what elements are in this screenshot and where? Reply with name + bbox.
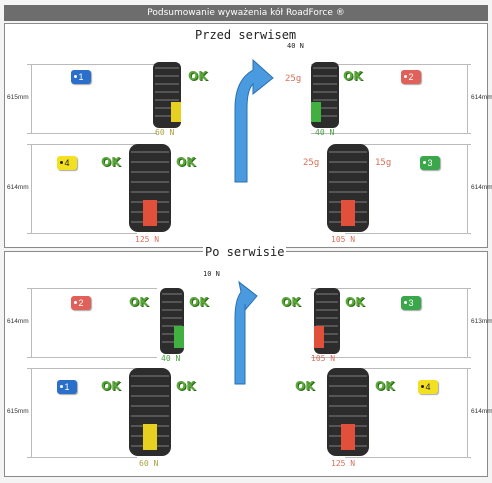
after-arrow-force: 10 N <box>203 270 220 278</box>
wheel-force: 125 N <box>135 235 160 244</box>
after-heading: Po serwisie <box>203 245 287 259</box>
wheel-diameter-label: 614mm <box>471 184 492 191</box>
measure-bracket <box>27 368 137 458</box>
ok-status: OK <box>295 379 315 393</box>
wheel-tire-icon <box>129 144 171 232</box>
wheel-force: 105 N <box>311 354 336 363</box>
wheel-force: 40 N <box>315 128 335 137</box>
ok-status: OK <box>343 69 363 83</box>
wheel-force: 40 N <box>161 354 181 363</box>
ok-status: OK <box>176 155 196 169</box>
correction-weight: 25g <box>285 74 302 84</box>
wheel-diameter-label: 615mm <box>7 94 29 101</box>
wheel-force: 60 N <box>139 459 159 468</box>
before-service-panel: Przed serwisem 40 N 615mm 1 OK 60 N 614m… <box>4 23 492 248</box>
measure-bracket <box>27 64 157 134</box>
wheel-tag: 4 <box>57 156 77 170</box>
ok-status: OK <box>101 379 121 393</box>
measure-line <box>467 144 468 234</box>
wheel-tag: 3 <box>401 296 421 310</box>
ok-status: OK <box>188 69 208 83</box>
ok-status: OK <box>176 379 196 393</box>
wheel-tag: 3 <box>420 156 440 170</box>
measure-bracket <box>311 64 471 134</box>
wheel-tag: 4 <box>418 380 438 394</box>
wheel-tag: 2 <box>401 70 421 84</box>
measure-line <box>31 288 32 358</box>
wheel-force: 105 N <box>331 235 356 244</box>
before-heading: Przed serwisem <box>195 28 297 42</box>
wheel-tire-icon <box>327 368 369 456</box>
steering-arrow-icon <box>234 58 274 183</box>
after-service-panel: Po serwisie 10 N 614mm 2 OK OK 40 N 613m… <box>4 245 492 477</box>
before-arrow-force: 40 N <box>287 42 304 50</box>
wheel-force: 60 N <box>155 128 175 137</box>
measure-line <box>31 144 32 234</box>
window-title: Podsumowanie wyważenia kół RoadForce ® <box>4 5 488 21</box>
steering-arrow-icon <box>234 280 258 385</box>
wheel-diameter-label: 614mm <box>7 184 29 191</box>
wheel-diameter-label: 614mm <box>471 94 492 101</box>
measure-line <box>467 288 468 358</box>
measure-line <box>467 64 468 134</box>
wheel-tag: 2 <box>71 296 91 310</box>
ok-status: OK <box>129 295 149 309</box>
measure-bracket <box>311 288 471 358</box>
measure-bracket <box>27 288 157 358</box>
measure-line <box>31 368 32 458</box>
measure-bracket <box>345 144 471 234</box>
wheel-tire-icon <box>129 368 171 456</box>
measure-bracket <box>27 144 137 234</box>
ok-status: OK <box>189 295 209 309</box>
ok-status: OK <box>375 379 395 393</box>
wheel-diameter-label: 614mm <box>7 318 29 325</box>
wheel-tire-icon <box>160 288 184 354</box>
ok-status: OK <box>101 155 121 169</box>
measure-bracket <box>345 368 471 458</box>
wheel-tire-icon <box>327 144 369 232</box>
wheel-tire-icon <box>311 62 339 128</box>
wheel-diameter-label: 614mm <box>471 408 492 415</box>
wheel-tire-icon <box>314 288 340 354</box>
correction-weight: 25g <box>303 158 320 168</box>
measure-line <box>31 64 32 134</box>
wheel-tag: 1 <box>57 380 77 394</box>
ok-status: OK <box>281 295 301 309</box>
measure-line <box>467 368 468 458</box>
ok-status: OK <box>345 295 365 309</box>
wheel-tag: 1 <box>71 70 91 84</box>
wheel-tire-icon <box>153 62 181 128</box>
wheel-force: 125 N <box>331 459 356 468</box>
wheel-diameter-label: 613mm <box>471 318 492 325</box>
correction-weight: 15g <box>375 158 392 168</box>
wheel-diameter-label: 615mm <box>7 408 29 415</box>
